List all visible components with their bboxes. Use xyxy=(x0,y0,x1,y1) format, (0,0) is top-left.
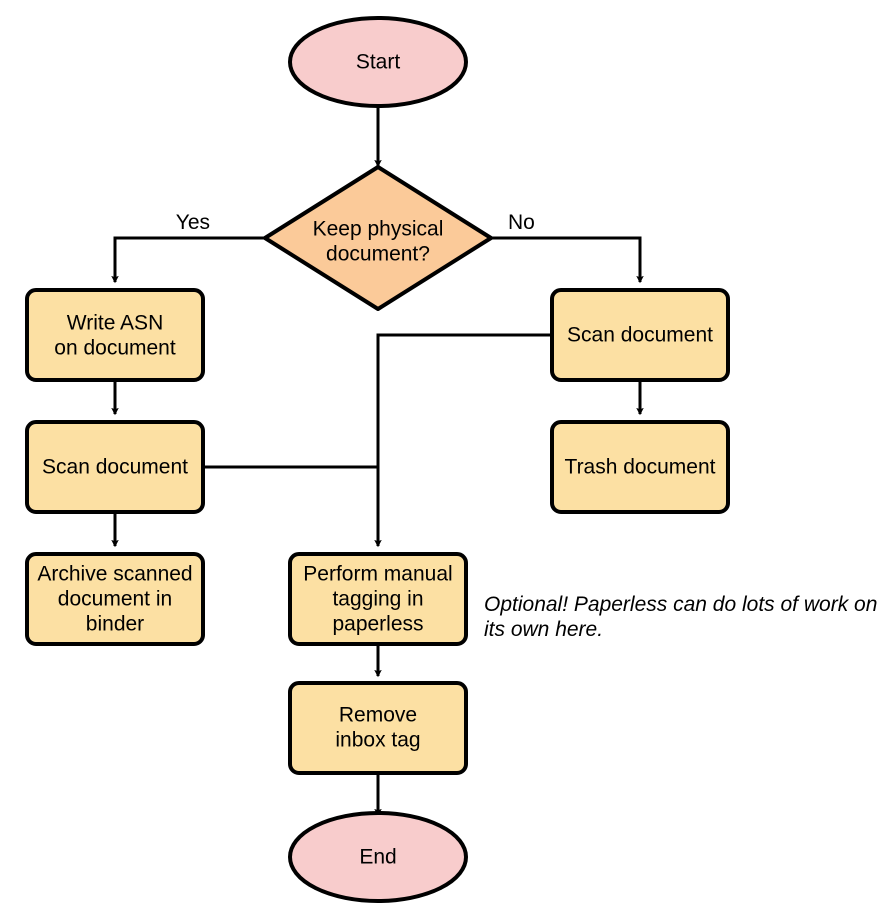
node-remove-inbox-tag[interactable]: Remove inbox tag xyxy=(288,681,468,775)
edges-layer xyxy=(111,105,644,817)
optional-note-line1: Optional! Paperless can do lots of work … xyxy=(484,593,877,616)
write-asn-box xyxy=(25,288,205,382)
end-ellipse xyxy=(288,811,468,903)
start-ellipse xyxy=(288,16,468,108)
decision-label-line2: document? xyxy=(326,243,430,266)
start-label: Start xyxy=(356,51,401,74)
tagging-label-line3: paperless xyxy=(332,613,423,636)
node-perform-manual-tagging[interactable]: Perform manual tagging in paperless xyxy=(288,552,468,646)
remove-inbox-box xyxy=(288,681,468,775)
edge-scan-right-to-tagging xyxy=(374,333,552,548)
tagging-box xyxy=(288,552,468,646)
remove-inbox-label-line1: Remove xyxy=(339,704,417,727)
decision-diamond xyxy=(263,165,493,311)
scan-right-box xyxy=(550,288,730,382)
decision-label-line1: Keep physical xyxy=(313,218,444,241)
annotation-optional-note: Optional! Paperless can do lots of work … xyxy=(484,593,877,641)
scan-left-box xyxy=(25,420,205,514)
tagging-label-line1: Perform manual xyxy=(303,563,452,586)
node-keep-physical-document-decision[interactable]: Keep physical document? xyxy=(263,165,493,311)
archive-label-line1: Archive scanned xyxy=(37,563,192,586)
node-scan-document-left[interactable]: Scan document xyxy=(25,420,205,514)
trash-box xyxy=(550,420,730,514)
node-trash-document[interactable]: Trash document xyxy=(550,420,730,514)
node-write-asn-on-document[interactable]: Write ASN on document xyxy=(25,288,205,382)
edge-decision-to-scan-right xyxy=(491,236,644,284)
tagging-label-line2: tagging in xyxy=(332,588,423,611)
edge-decision-to-write-asn xyxy=(111,236,265,284)
archive-box xyxy=(25,552,205,646)
edge-label-yes: Yes xyxy=(176,211,210,234)
edge-labels-layer: Yes No xyxy=(176,211,535,234)
write-asn-label-line1: Write ASN xyxy=(67,312,163,335)
archive-label-line2: document in xyxy=(58,588,172,611)
optional-note-line2: its own here. xyxy=(484,618,603,641)
node-start[interactable]: Start xyxy=(288,16,468,108)
end-label: End xyxy=(359,846,396,869)
trash-label: Trash document xyxy=(565,456,716,479)
archive-label-line3: binder xyxy=(86,613,144,636)
node-end[interactable]: End xyxy=(288,811,468,903)
node-scan-document-right[interactable]: Scan document xyxy=(550,288,730,382)
scan-left-label: Scan document xyxy=(42,456,188,479)
scan-right-label: Scan document xyxy=(567,324,713,347)
node-archive-scanned-document[interactable]: Archive scanned document in binder xyxy=(25,552,205,646)
edge-label-no: No xyxy=(508,211,535,234)
remove-inbox-label-line2: inbox tag xyxy=(335,729,420,752)
write-asn-label-line2: on document xyxy=(54,337,176,360)
